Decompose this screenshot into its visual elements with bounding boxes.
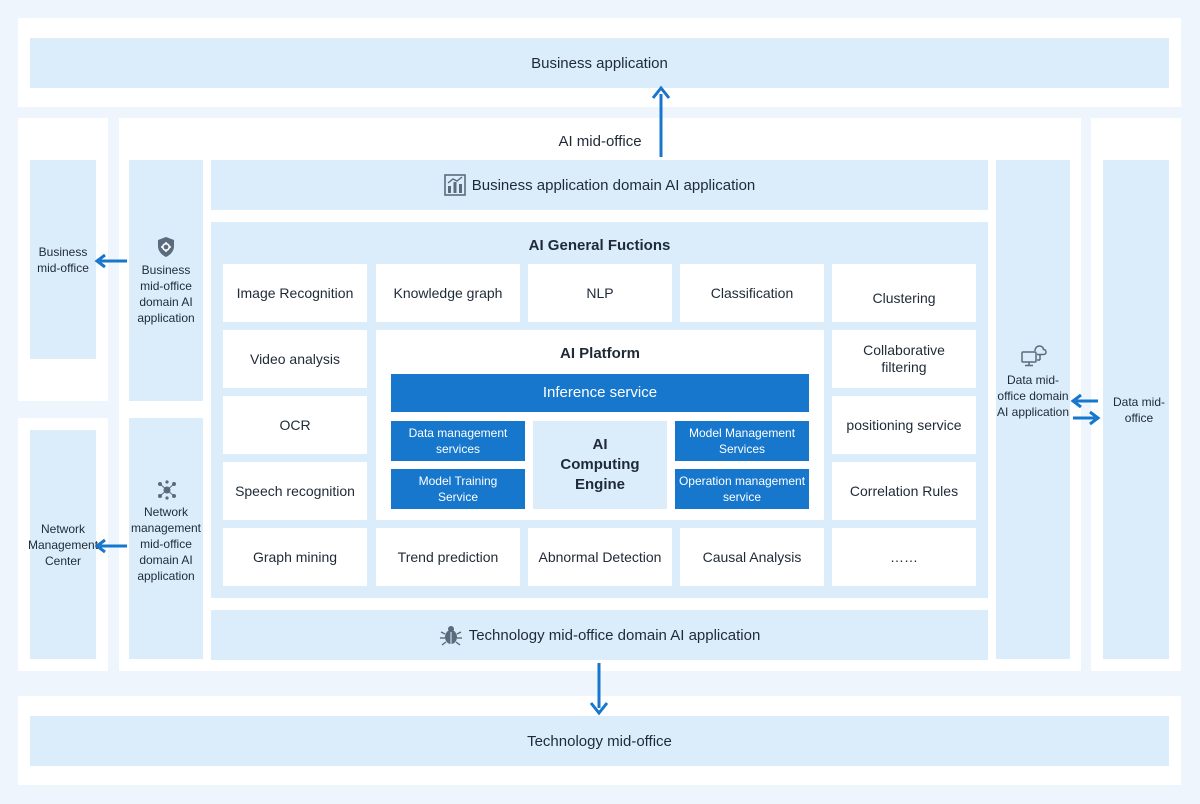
function-abnormal-detection: Abnormal Detection [538, 548, 662, 565]
network-domain-ai-app-label: Network management mid-office domain AI … [130, 505, 202, 583]
inference-service: Inference service [391, 374, 809, 412]
function-correlation-rules: Correlation Rules [849, 482, 959, 499]
function-video-analysis: Video analysis [249, 350, 341, 367]
function-cell: Trend prediction [376, 528, 520, 586]
function-knowledge-graph: Knowledge graph [393, 284, 503, 301]
function-cell: Classification [680, 264, 824, 322]
ai-computing-engine: AI Computing Engine [533, 421, 667, 509]
arrow-from-data-mid-office [1070, 393, 1098, 409]
function-cell: …… [832, 528, 976, 586]
arrow-up-to-business-application [651, 85, 671, 157]
data-mid-office: Data mid-office [1103, 160, 1169, 659]
business-domain-ai-app-label: Business mid-office domain AI applicatio… [137, 263, 195, 325]
function-cell: Graph mining [223, 528, 367, 586]
tech-domain-bar: Technology mid-office domain AI applicat… [211, 610, 988, 660]
operation-management-service: Operation management service [675, 469, 809, 509]
business-domain-ai-app: Business mid-office domain AI applicatio… [129, 160, 203, 401]
ai-mid-office-title: AI mid-office [450, 130, 750, 152]
function-cell: OCR [223, 396, 367, 454]
model-training-service-label: Model Training Service [418, 474, 498, 504]
technology-mid-office: Technology mid-office [30, 716, 1169, 766]
function-ocr: OCR [279, 416, 311, 433]
function-cell: NLP [528, 264, 672, 322]
operation-management-service-label: Operation management service [678, 474, 806, 504]
model-management-services: Model Management Services [675, 421, 809, 461]
function-clustering: Clustering [872, 289, 936, 306]
function-cell: positioning service [832, 396, 976, 454]
model-management-services-label: Model Management Services [688, 426, 796, 456]
model-training-service: Model Training Service [391, 469, 525, 509]
business-mid-office: Business mid-office [30, 160, 96, 359]
function-collaborative-filtering: Collaborative filtering [863, 342, 945, 375]
function-causal-analysis: Causal Analysis [702, 548, 802, 565]
function-speech-recognition: Speech recognition [235, 482, 355, 499]
function-cell: Video analysis [223, 330, 367, 388]
function-cell: Collaborative filtering [832, 330, 976, 388]
arrow-left-to-network-center [94, 538, 127, 554]
ai-general-functions-title: AI General Fuctions [211, 234, 988, 256]
business-domain-bar: Business application domain AI applicati… [211, 160, 988, 210]
function-graph-mining: Graph mining [252, 548, 338, 565]
arrow-to-data-mid-office [1073, 410, 1101, 426]
function-positioning-service: positioning service [846, 416, 962, 433]
ai-general-functions-title-text: AI General Fuctions [528, 236, 671, 254]
data-management-services-label: Data management services [408, 426, 508, 456]
bug-icon [439, 624, 463, 646]
function-cell: Speech recognition [223, 462, 367, 520]
ai-platform-title: AI Platform [376, 342, 824, 364]
function-cell: Causal Analysis [680, 528, 824, 586]
function-more: …… [890, 548, 918, 565]
technology-mid-office-label: Technology mid-office [527, 732, 672, 750]
function-cell: Correlation Rules [832, 462, 976, 520]
function-cell: Image Recognition [223, 264, 367, 322]
business-mid-office-label: Business mid-office [37, 244, 89, 275]
ai-mid-office-title-text: AI mid-office [558, 132, 642, 150]
function-cell: Abnormal Detection [528, 528, 672, 586]
arrow-down-to-technology-mid-office [589, 663, 609, 716]
business-application-label: Business application [531, 54, 668, 72]
tech-domain-bar-label: Technology mid-office domain AI applicat… [468, 626, 761, 644]
data-domain-ai-app: Data mid-office domain AI application [996, 160, 1070, 659]
cloud-monitor-icon [1021, 343, 1047, 367]
network-management-center-label: Network Management Center [27, 521, 99, 568]
arrow-left-to-business-mid-office [94, 253, 127, 269]
function-nlp: NLP [586, 284, 614, 301]
function-cell: Clustering [832, 264, 976, 322]
data-domain-ai-app-label: Data mid-office domain AI application [996, 373, 1070, 419]
inference-service-label: Inference service [542, 384, 658, 401]
network-nodes-icon [156, 480, 178, 500]
business-domain-bar-label: Business application domain AI applicati… [471, 176, 756, 194]
network-management-center: Network Management Center [27, 430, 99, 659]
function-cell: Knowledge graph [376, 264, 520, 322]
network-domain-ai-app: Network management mid-office domain AI … [129, 418, 203, 659]
bar-chart-icon [443, 174, 466, 196]
data-mid-office-label: Data mid-office [1112, 394, 1165, 425]
function-image-recognition: Image Recognition [236, 284, 354, 301]
ai-platform-title-text: AI Platform [559, 344, 640, 362]
shield-gear-icon [156, 236, 176, 258]
ai-computing-engine-label: AI Computing Engine [560, 436, 640, 493]
data-management-services: Data management services [391, 421, 525, 461]
business-application: Business application [30, 38, 1169, 88]
function-classification: Classification [710, 284, 794, 301]
function-trend-prediction: Trend prediction [397, 548, 499, 565]
